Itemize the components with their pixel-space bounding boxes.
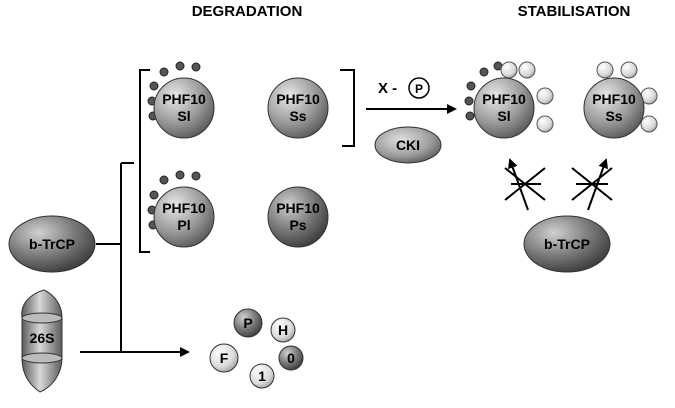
left-bracket bbox=[139, 69, 150, 253]
protein-label-line1: PHF10 bbox=[482, 91, 526, 107]
svg-text:P: P bbox=[243, 315, 252, 331]
fragment-f: F bbox=[209, 343, 239, 373]
phosphate-circle bbox=[408, 77, 430, 99]
protein-label-line1: PHF10 bbox=[162, 200, 206, 216]
phosphorylation-label: X - P bbox=[378, 77, 430, 99]
btrcp-label: b-TrCP bbox=[29, 236, 75, 252]
protein-phf10-ss: PHF10 Ss bbox=[267, 77, 329, 139]
phospho-x-label: X - bbox=[378, 80, 397, 97]
protein-label-line2: Ps bbox=[289, 217, 306, 233]
protein-label-line2: Ss bbox=[289, 108, 306, 124]
protein-label-line2: Pl bbox=[177, 217, 190, 233]
light-globules bbox=[596, 61, 658, 133]
right-bracket bbox=[340, 69, 355, 147]
proteasome-label: 26S bbox=[30, 330, 55, 346]
svg-text:0: 0 bbox=[287, 350, 295, 366]
protein-label-line1: PHF10 bbox=[276, 91, 320, 107]
svg-text:1: 1 bbox=[258, 368, 266, 384]
blocked-arrow-left bbox=[504, 158, 546, 211]
btrcp-left: b-TrCP bbox=[8, 215, 96, 273]
fragment-0: 0 bbox=[278, 345, 304, 371]
btrcp-right: b-TrCP bbox=[523, 215, 611, 273]
protein-label-line2: Sl bbox=[497, 108, 510, 124]
protein-phf10-sl: PHF10 Sl bbox=[147, 61, 215, 139]
phospho-dots bbox=[147, 170, 201, 230]
proteasome-26s: 26S bbox=[21, 289, 63, 393]
fragment-p: P bbox=[233, 308, 263, 338]
protein-label-line1: PHF10 bbox=[162, 91, 206, 107]
btrcp-label: b-TrCP bbox=[544, 236, 590, 252]
svg-text:F: F bbox=[220, 350, 229, 366]
protein-label-line1: PHF10 bbox=[276, 200, 320, 216]
phosphate-label: P bbox=[415, 82, 423, 96]
protein-phf10-ps: PHF10 Ps bbox=[267, 186, 329, 248]
peptide-fragments: F P H 1 0 bbox=[209, 308, 304, 389]
protein-label-line2: Ss bbox=[605, 108, 622, 124]
fragment-h: H bbox=[270, 317, 296, 343]
protein-phf10-pl: PHF10 Pl bbox=[147, 170, 215, 248]
protein-label-line1: PHF10 bbox=[592, 91, 636, 107]
svg-text:H: H bbox=[278, 322, 288, 338]
stabilised-phf10-sl: PHF10 Sl bbox=[464, 61, 554, 139]
cki-label: CKI bbox=[396, 137, 420, 153]
header-degradation: DEGRADATION bbox=[192, 3, 303, 20]
stabilised-phf10-ss: PHF10 Ss bbox=[583, 61, 658, 139]
fragment-1: 1 bbox=[249, 363, 275, 389]
blocked-arrow-right bbox=[571, 158, 613, 211]
protein-label-line2: Sl bbox=[177, 108, 190, 124]
connector-lines bbox=[96, 162, 134, 352]
light-globules bbox=[500, 61, 554, 133]
header-stabilisation: STABILISATION bbox=[518, 3, 631, 20]
cki-enzyme: CKI bbox=[374, 126, 442, 164]
